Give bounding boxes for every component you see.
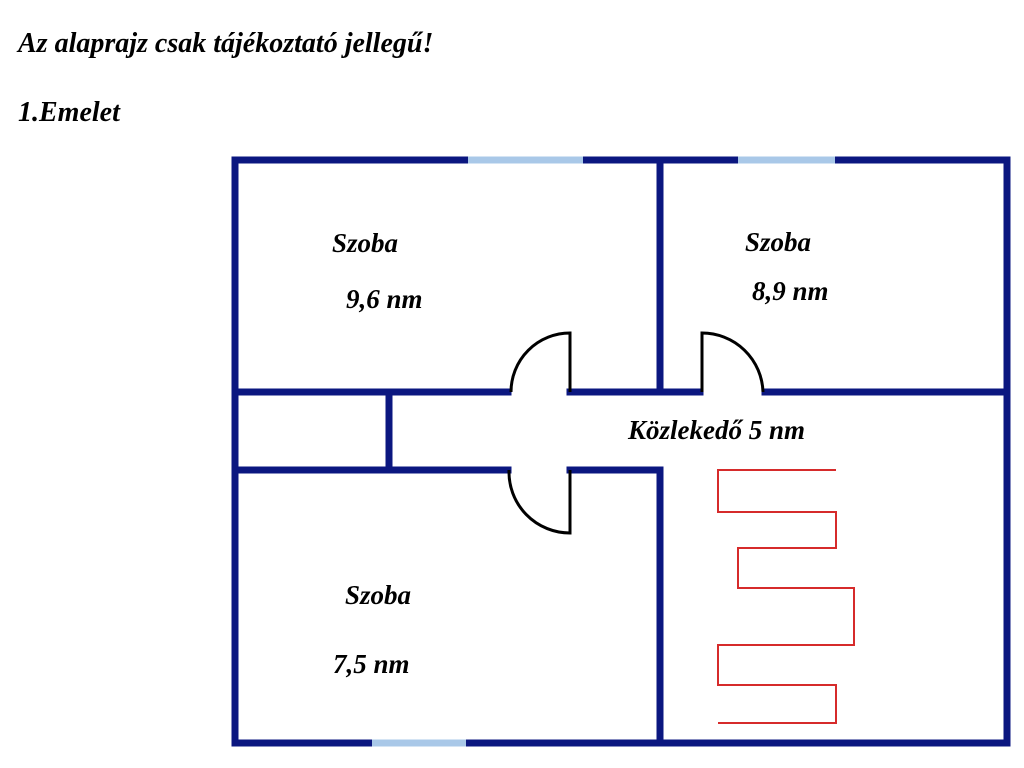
stairs	[717, 469, 855, 724]
door-top-right-room	[700, 331, 765, 393]
disclaimer-text: Az alaprajz csak tájékoztató jellegű!	[18, 28, 434, 59]
stairs-symbol	[717, 469, 855, 724]
room-bottom-name: Szoba	[345, 580, 411, 610]
room-top-right-name: Szoba	[745, 227, 811, 257]
room-bottom-area: 7,5 nm	[333, 649, 410, 679]
doors	[507, 331, 765, 535]
walls	[231, 156, 1011, 747]
door-top-left-room	[509, 331, 572, 393]
room-labels: Szoba 9,6 nm Szoba 8,9 nm Közlekedő 5 nm…	[332, 227, 829, 679]
room-top-left-area: 9,6 nm	[346, 284, 423, 314]
room-top-left-name: Szoba	[332, 228, 398, 258]
windows	[372, 156, 835, 747]
room-top-right-area: 8,9 nm	[752, 276, 829, 306]
floor-title: 1.Emelet	[18, 97, 120, 128]
door-bottom-room	[507, 469, 572, 535]
corridor-label: Közlekedő 5 nm	[627, 415, 805, 445]
